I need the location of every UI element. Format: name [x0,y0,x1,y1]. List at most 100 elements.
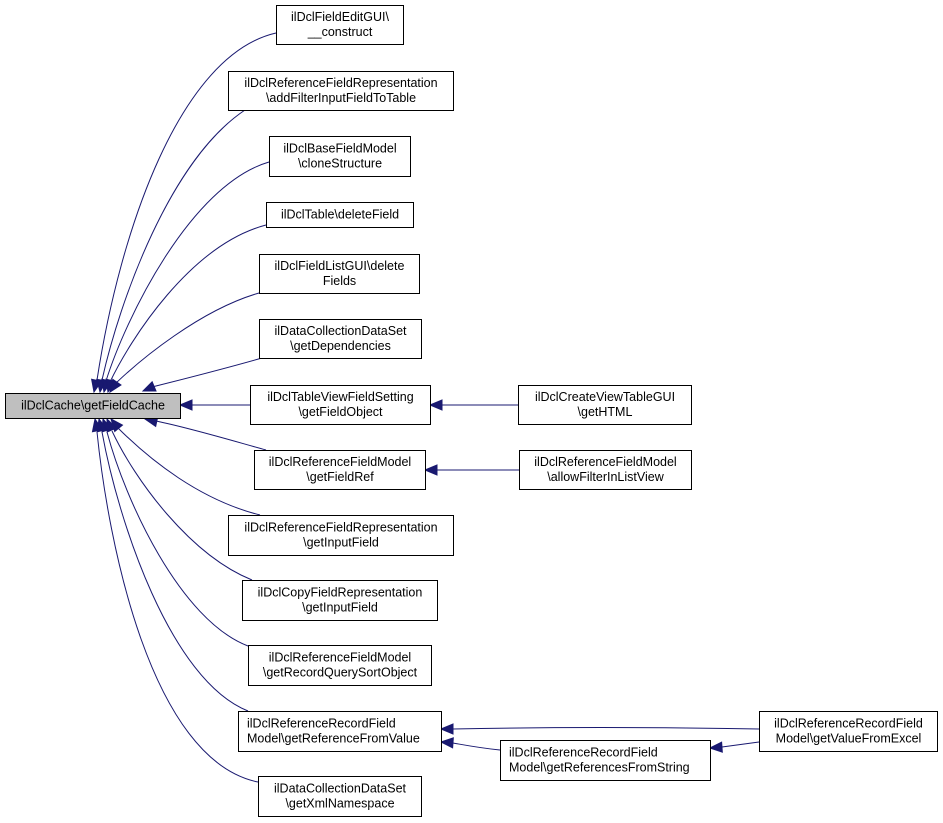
node-box[interactable] [242,580,438,621]
node-label: ilDclReferenceFieldModel [269,455,411,469]
graph-node[interactable]: ilDclReferenceFieldModel\getRecordQueryS… [248,645,432,686]
node-box[interactable] [250,385,431,425]
node-label: ilDataCollectionDataSet [274,324,407,338]
node-label: \getFieldRef [306,470,374,484]
node-label: ilDclFieldListGUI\delete [275,259,405,273]
edge-n6-n0 [141,357,263,392]
nodes-layer: ilDclCache\getFieldCache ilDclFieldEditGU… [5,5,938,817]
node-box[interactable] [228,71,454,111]
graph-node[interactable]: ilDclReferenceRecordFieldModel\getValueF… [759,711,938,752]
edge-line [452,742,501,751]
graph-node[interactable]: ilDclReferenceFieldModel\getFieldRef [254,450,426,490]
arrowhead-icon [428,399,443,411]
edge-line [106,431,249,647]
node-box[interactable] [759,711,938,752]
node-label: ilDclReferenceFieldRepresentation [244,521,437,535]
edge-line [721,741,760,748]
node-label: \getInputField [302,601,378,615]
graph-node[interactable]: ilDclReferenceRecordFieldModel\getRefere… [238,711,442,752]
node-label: \getFieldObject [298,405,383,419]
node-label: ilDclTable\deleteField [281,208,399,222]
arrowhead-icon [439,723,454,735]
node-label: ilDclReferenceRecordField [509,746,658,760]
edge-line [111,430,253,581]
node-label: ilDclReferenceRecordField [774,717,923,731]
node-label: ilDclBaseFieldModel [283,142,396,156]
node-label: ilDclCopyFieldRepresentation [258,586,423,600]
node-label: ilDclReferenceRecordField [247,717,396,731]
arrowhead-icon [708,741,723,753]
edge-line [117,427,261,516]
node-label: ilDclFieldEditGUI\ [291,10,389,24]
graph-node[interactable]: ilDclReferenceRecordFieldModel\getRefere… [500,740,711,781]
edge-n4-n0 [105,224,267,394]
edge-line [96,32,277,381]
graph-node[interactable]: ilDclTableViewFieldSetting\getFieldObjec… [250,385,431,425]
node-label: Fields [323,274,356,288]
graph-node[interactable]: ilDclCopyFieldRepresentation\getInputFie… [242,580,438,621]
node-label: Model\getReferenceFromValue [247,732,420,746]
node-box[interactable] [259,319,422,359]
arrowhead-icon [141,380,157,392]
arrowhead-icon [439,737,454,749]
edge-line [105,161,270,382]
edge-line [155,420,267,451]
edge-line [114,292,260,385]
graph-node[interactable]: ilDclReferenceFieldRepresentation\getInp… [228,515,454,556]
node-box[interactable] [254,450,426,490]
edge-n16-n12 [439,737,501,751]
focus-node[interactable]: ilDclCache\getFieldCache [5,393,181,419]
node-label: ilDclCreateViewTableGUI [535,390,675,404]
edge-line [109,224,267,383]
node-box[interactable] [518,385,692,425]
node-label: \getInputField [303,536,379,550]
graph-node[interactable]: ilDclCreateViewTableGUI\getHTML [518,385,692,425]
node-box[interactable] [276,5,404,45]
graph-node[interactable]: ilDclReferenceFieldModel\allowFilterInLi… [519,450,692,490]
edge-line [452,727,760,730]
edge-n7-n0 [178,399,250,411]
node-box[interactable] [500,740,711,781]
node-box[interactable] [238,711,442,752]
node-box[interactable] [266,202,414,228]
graph-node[interactable]: ilDataCollectionDataSet\getDependencies [259,319,422,359]
edge-n13-n0 [91,417,259,783]
graph-node[interactable]: ilDclTable\deleteField [266,202,414,228]
node-box[interactable] [5,393,181,419]
edge-n14-n7 [428,399,518,411]
arrowhead-icon [91,417,104,433]
edge-line [101,109,246,381]
node-label: \allowFilterInListView [547,470,664,484]
edge-n9-n0 [110,417,261,516]
edge-n15-n8 [423,464,519,476]
graph-node[interactable]: ilDclFieldEditGUI\__construct [276,5,404,45]
node-box[interactable] [519,450,692,490]
node-box[interactable] [269,136,411,177]
node-label: \addFilterInputFieldToTable [266,91,416,105]
node-label: Model\getReferencesFromString [509,761,690,775]
graph-node[interactable]: ilDclBaseFieldModel\cloneStructure [269,136,411,177]
edges-layer [90,32,760,783]
edge-line [151,357,263,388]
graph-node[interactable]: ilDataCollectionDataSet\getXmlNamespace [258,776,422,817]
node-label: \getHTML [578,405,633,419]
graph-node[interactable]: ilDclReferenceFieldRepresentation\addFil… [228,71,454,111]
node-label: ilDclTableViewFieldSetting [267,390,413,404]
node-label: ilDclReferenceFieldModel [269,651,411,665]
edge-line [96,431,259,783]
node-label: ilDclReferenceFieldModel [534,455,676,469]
node-box[interactable] [228,515,454,556]
node-box[interactable] [259,254,420,294]
node-box[interactable] [258,776,422,817]
node-label: ilDclReferenceFieldRepresentation [244,76,437,90]
edge-line [101,431,249,712]
node-label: __construct [307,25,373,39]
edge-n17-n12 [439,723,760,735]
node-box[interactable] [248,645,432,686]
node-label: \getRecordQuerySortObject [263,666,418,680]
node-label: Model\getValueFromExcel [776,732,922,746]
edge-n17-n16 [708,741,760,753]
node-label: \cloneStructure [298,157,382,171]
